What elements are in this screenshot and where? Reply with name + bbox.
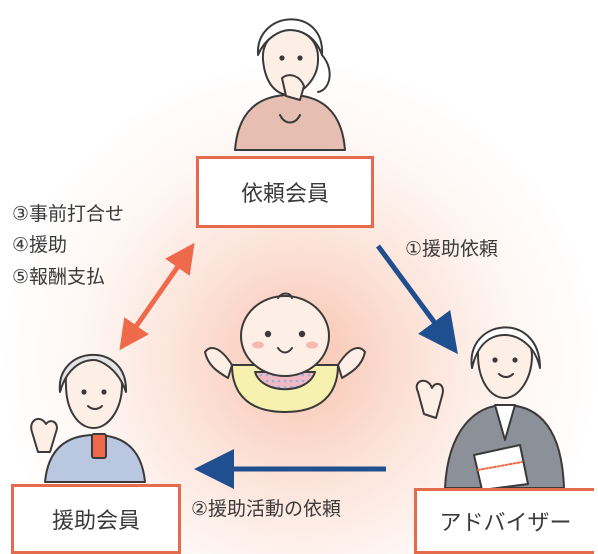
- advisor-person-icon: [415, 326, 565, 491]
- label-help: ④援助: [12, 234, 68, 256]
- baby-icon: [204, 292, 366, 413]
- label-payment: ⑤報酬支払: [12, 266, 106, 288]
- requester-box: 依頼会員: [196, 156, 374, 228]
- helper-label: 援助会員: [51, 509, 140, 534]
- label-meeting: ③事前打合せ: [12, 203, 125, 225]
- arrow-request-help: [375, 244, 458, 355]
- requester-person-icon: [234, 18, 346, 151]
- arrow-mutual: [119, 242, 195, 351]
- advisor-label: アドバイザー: [439, 511, 572, 536]
- advisor-box: アドバイザー: [414, 488, 594, 554]
- requester-label: 依頼会員: [240, 182, 329, 207]
- label-request-activity: ②援助活動の依頼: [191, 498, 342, 520]
- helper-box: 援助会員: [11, 484, 181, 554]
- label-request-help: ①援助依頼: [405, 238, 499, 260]
- helper-person-icon: [30, 353, 146, 483]
